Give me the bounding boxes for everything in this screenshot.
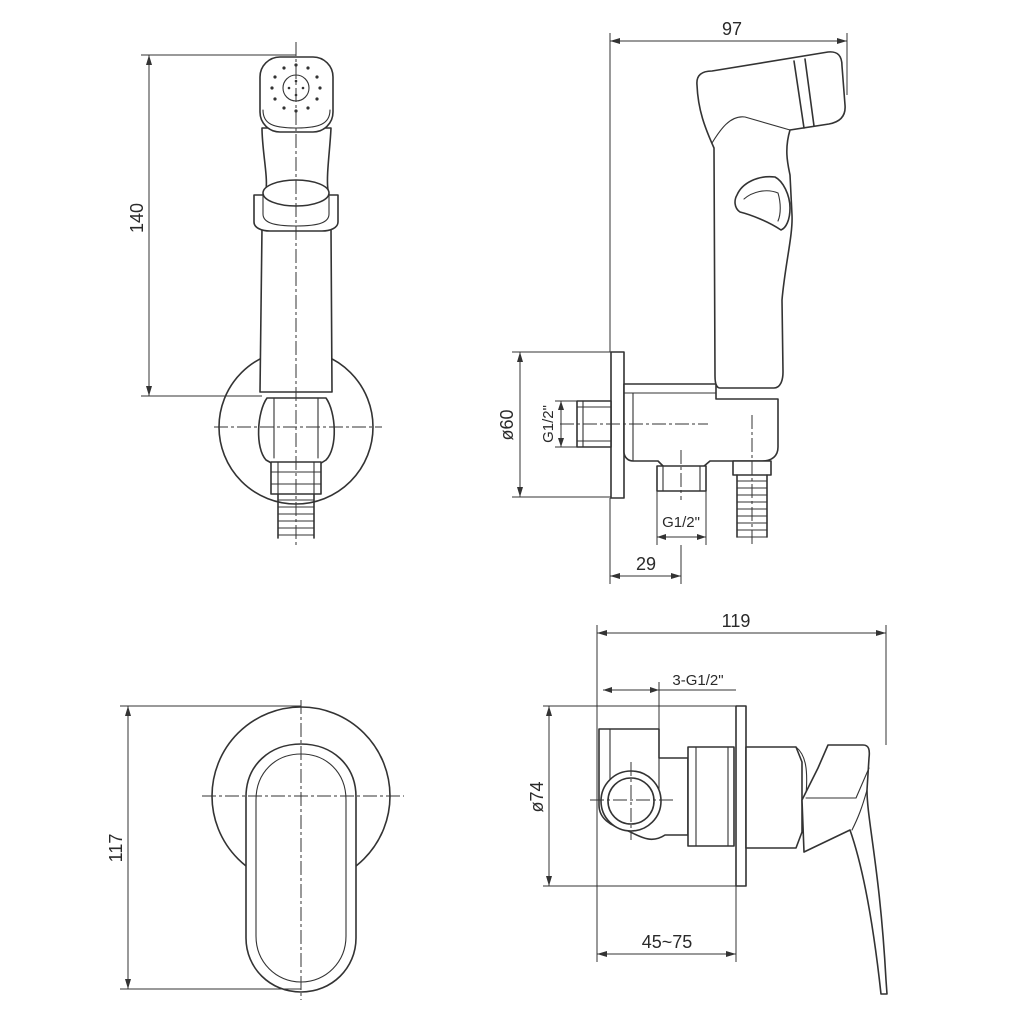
mixer-side-view: 119 3-G1/2" ø74 45~75 (527, 611, 888, 995)
bracket-holder (257, 397, 336, 466)
dimension-bracket-depth: 29 (636, 554, 656, 574)
dimension-bracket-outlet-thread: G1/2" (662, 514, 700, 531)
spray-nozzles (270, 63, 322, 113)
handshower-side-view: 97 ø60 G1/2" G1/2" 29 (497, 19, 848, 584)
dimension-mixer-height: 117 (106, 834, 126, 863)
dimension-bracket-thread: G1/2" (540, 405, 557, 443)
dimension-mixer-diameter: ø74 (527, 781, 547, 812)
dimension-handshower-height: 140 (127, 203, 147, 233)
mixer-wall-plate (735, 705, 747, 887)
bracket-body (623, 383, 779, 468)
mixer-lever-side (801, 744, 888, 995)
handle-base (745, 746, 803, 849)
dimension-mixer-width: 119 (722, 611, 751, 631)
cartridge-housing (687, 746, 735, 847)
dimension-bracket-diameter: ø60 (497, 409, 517, 440)
mixer-front-view: 117 (106, 700, 404, 1000)
dimension-handshower-width: 97 (722, 19, 742, 39)
handshower-front-view: 140 (127, 42, 382, 545)
dimension-mixer-threads: 3-G1/2" (672, 672, 723, 689)
trigger-side (734, 175, 791, 231)
dimension-mixer-wall-depth: 45~75 (642, 932, 693, 952)
wall-plate (610, 351, 625, 499)
